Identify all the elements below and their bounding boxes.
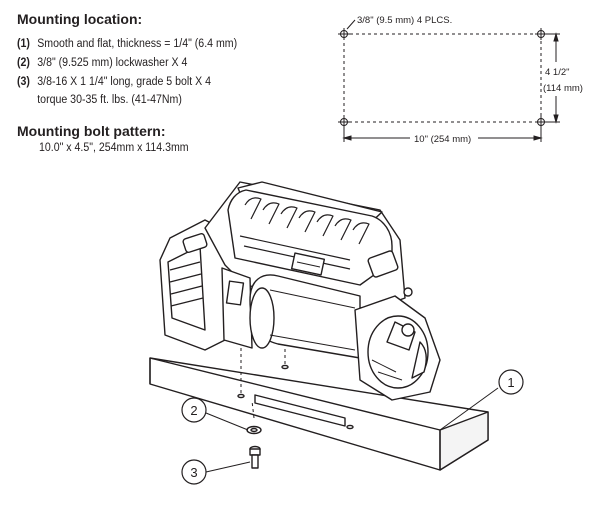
callout-label: 3 bbox=[190, 465, 197, 480]
leader-line bbox=[346, 19, 356, 30]
mounting-item-1: (1) Smooth and flat, thickness = 1/4" (6.… bbox=[17, 38, 237, 50]
height-dimension-label-metric: (114 mm) bbox=[543, 83, 583, 94]
item-number: (1) bbox=[17, 38, 30, 50]
winch-gearbox bbox=[354, 295, 441, 401]
mounting-item-2: (2) 3/8" (9.525 mm) lockwasher X 4 bbox=[17, 57, 187, 69]
callout-label: 2 bbox=[190, 403, 197, 418]
width-dimension-label: 10" (254 mm) bbox=[414, 134, 471, 145]
mounting-hole-icon bbox=[535, 28, 547, 40]
hole-size-label: 3/8" (9.5 mm) 4 PLCS. bbox=[357, 15, 452, 26]
winch-control-pack bbox=[204, 181, 413, 311]
mounting-plate bbox=[149, 357, 489, 471]
height-dimension-label: 4 1/2" bbox=[545, 67, 570, 78]
bolt-pattern-text: 10.0" x 4.5", 254mm x 114.3mm bbox=[39, 142, 189, 154]
bolt-part bbox=[249, 445, 261, 469]
item-number: (3) bbox=[17, 76, 30, 88]
item-text: 3/8" (9.525 mm) lockwasher X 4 bbox=[37, 57, 188, 69]
callout-label: 1 bbox=[507, 375, 514, 390]
mounting-item-3: (3) 3/8-16 X 1 1/4" long, grade 5 bolt X … bbox=[17, 76, 211, 88]
item-text: 3/8-16 X 1 1/4" long, grade 5 bolt X 4 bbox=[37, 76, 211, 88]
winch-motor bbox=[159, 219, 236, 351]
item-number: (2) bbox=[17, 57, 30, 69]
mounting-item-3-continuation: torque 30-35 ft. lbs. (41-47Nm) bbox=[17, 94, 182, 106]
mounting-hole-icon bbox=[535, 116, 547, 128]
pattern-outline bbox=[343, 33, 542, 123]
callout-2 bbox=[181, 397, 207, 423]
item-text: torque 30-35 ft. lbs. (41-47Nm) bbox=[37, 94, 182, 106]
item-text: Smooth and flat, thickness = 1/4" (6.4 m… bbox=[37, 38, 238, 50]
callout-3 bbox=[181, 459, 207, 485]
mounting-hole-icon bbox=[338, 28, 350, 40]
mounting-hole-icon bbox=[338, 116, 350, 128]
callout-1 bbox=[498, 369, 524, 395]
mounting-location-heading: Mounting location: bbox=[17, 11, 143, 27]
bolt-pattern-heading: Mounting bolt pattern: bbox=[17, 123, 166, 139]
